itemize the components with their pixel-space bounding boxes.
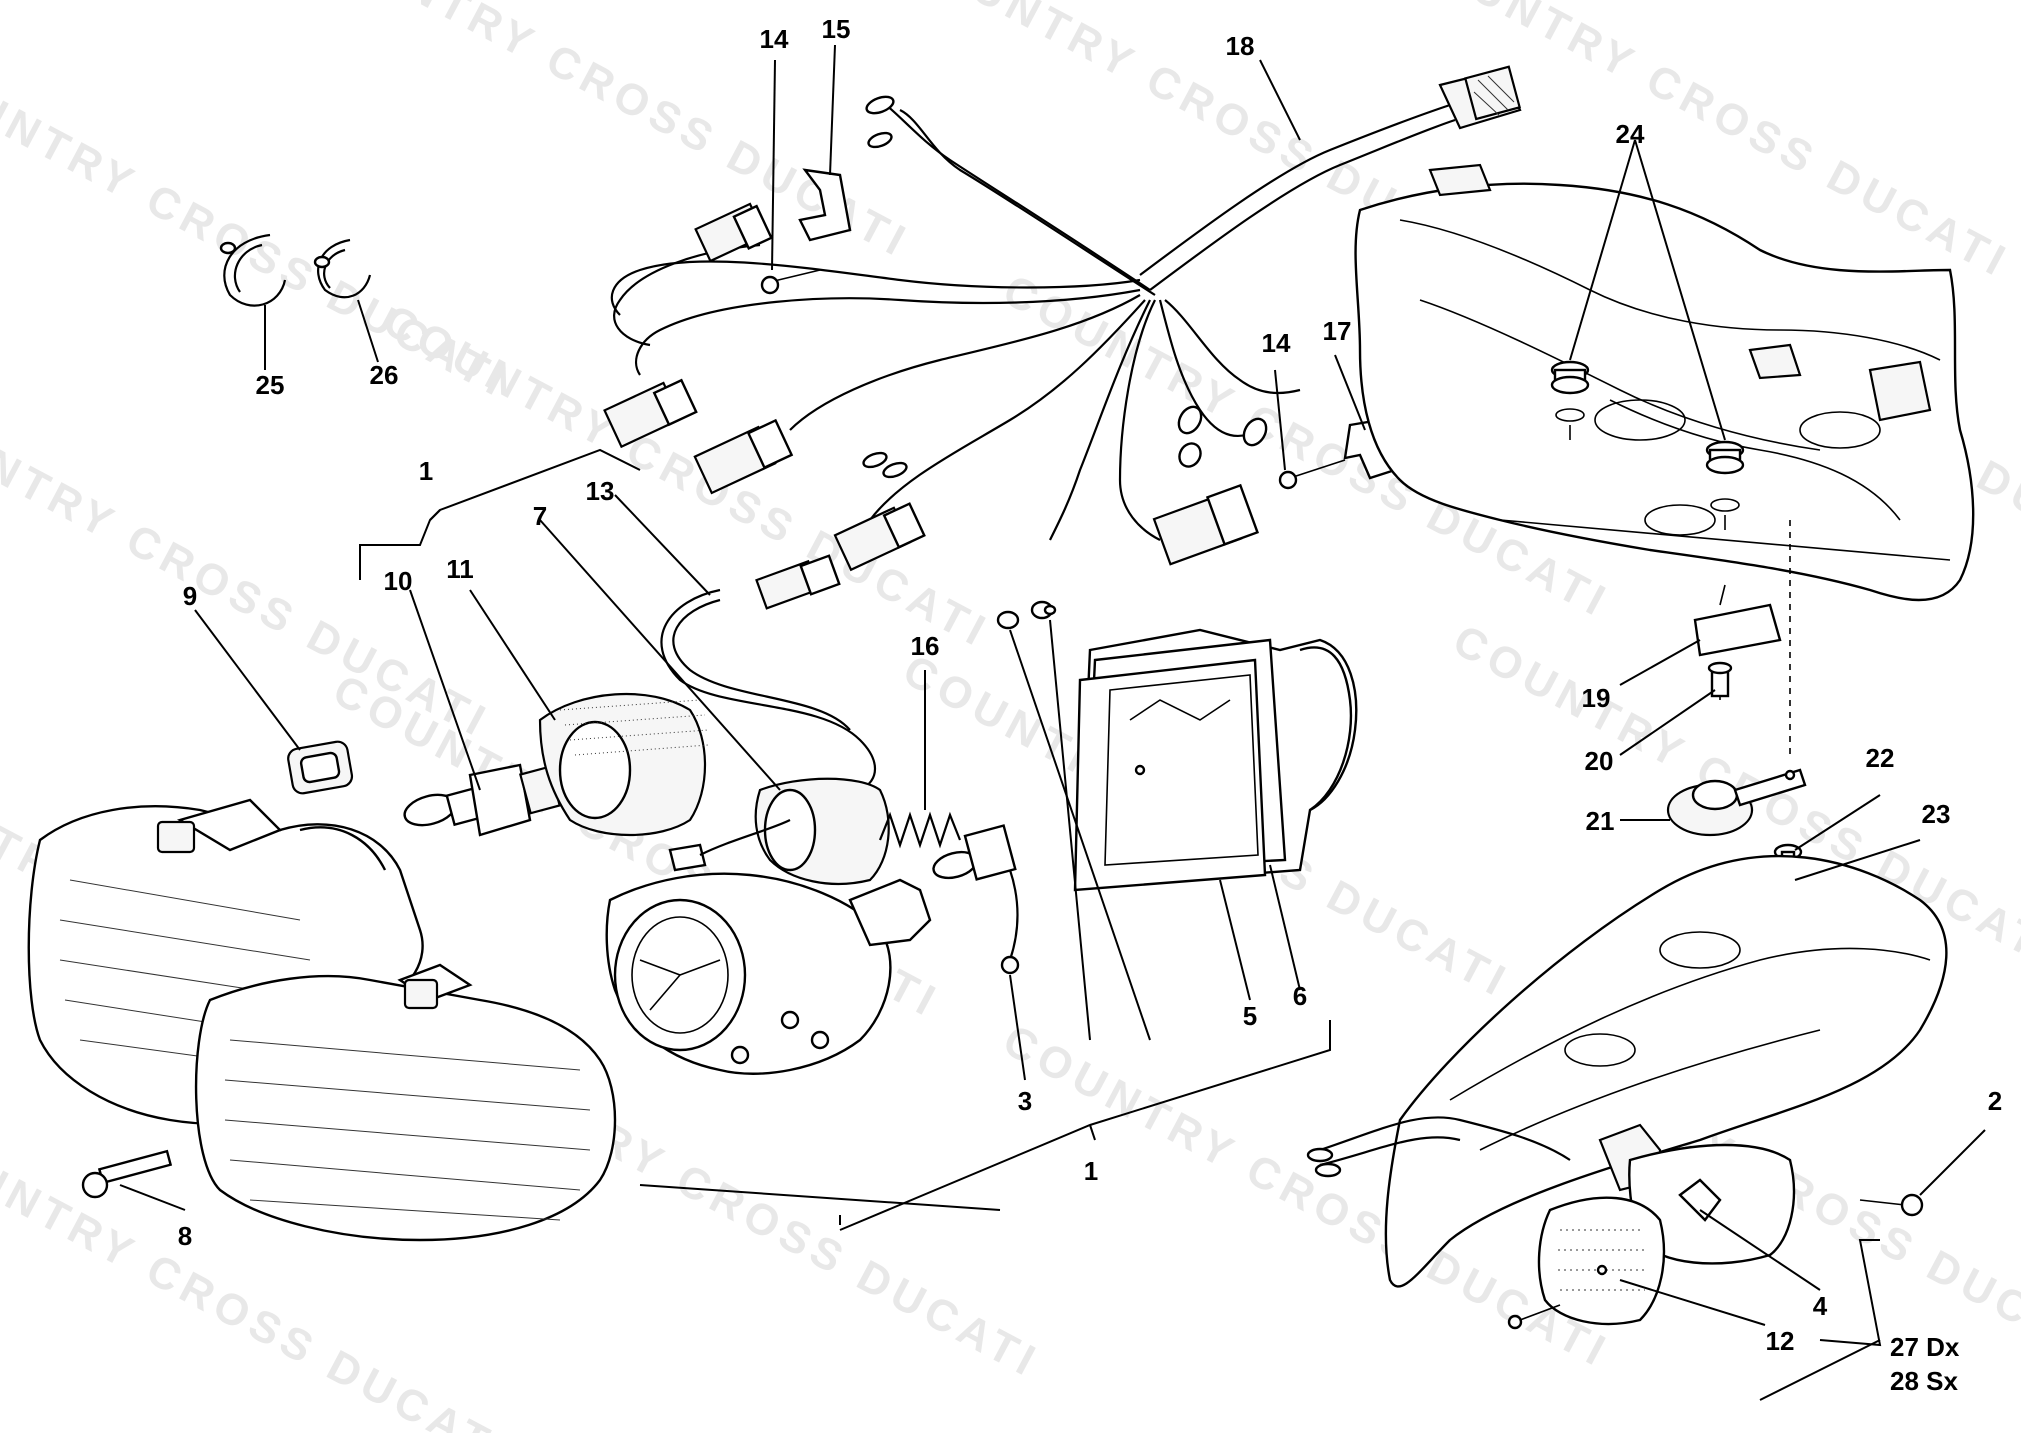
screw-8 [81, 1149, 173, 1199]
label-11: 11 [446, 554, 474, 584]
label-24: 24 [1616, 119, 1645, 149]
label-15: 15 [822, 14, 851, 44]
part-labels: 1 1 2 3 4 5 6 7 8 9 10 11 12 13 14 14 15… [178, 14, 2002, 1396]
label-9: 9 [183, 581, 197, 611]
turn-signal [1306, 1116, 1924, 1330]
watermark-text: COUNTRY CROSS DUCATI [0, 386, 498, 748]
screw-14-upper [760, 275, 780, 295]
label-28-sx: 28 Sx [1890, 1366, 1958, 1396]
bulb-10 [403, 763, 562, 837]
label-3: 3 [1018, 1086, 1032, 1116]
screw-2 [1900, 1193, 1924, 1217]
label-14-lower: 14 [1262, 328, 1291, 358]
spring-16 [878, 811, 962, 849]
label-1-upper: 1 [419, 456, 433, 486]
clip-26 [313, 238, 372, 299]
label-4: 4 [1813, 1291, 1828, 1321]
headlight-reflector [1073, 628, 1358, 892]
connector-b [603, 378, 698, 449]
leader-lines [119, 44, 1986, 1401]
wiring-harness [603, 65, 1522, 572]
label-1-lower: 1 [1084, 1156, 1098, 1186]
label-6: 6 [1293, 981, 1307, 1011]
label-23: 23 [1922, 799, 1951, 829]
twin-headlight-housing [27, 798, 617, 1242]
harness-clip-15 [798, 168, 852, 242]
label-8: 8 [178, 1221, 192, 1251]
label-13: 13 [586, 476, 615, 506]
label-10: 10 [384, 566, 413, 596]
turn-signal-bulb-4 [1678, 1178, 1722, 1222]
label-17: 17 [1323, 316, 1352, 346]
headlight-gasket-5 [1073, 658, 1267, 892]
label-16: 16 [911, 631, 940, 661]
harness-plug [1463, 65, 1521, 121]
label-12: 12 [1766, 1326, 1795, 1356]
label-18: 18 [1226, 31, 1255, 61]
label-19: 19 [1582, 683, 1611, 713]
label-2: 2 [1988, 1086, 2002, 1116]
label-21: 21 [1586, 806, 1615, 836]
label-20: 20 [1585, 746, 1614, 776]
washer-a [996, 610, 1020, 630]
bulb-socket-7 [668, 777, 890, 886]
screw-12 [1507, 1314, 1523, 1330]
connector-c [693, 418, 794, 495]
turn-signal-lens [1537, 1196, 1666, 1326]
label-25: 25 [256, 370, 285, 400]
headlight-support-bracket [1354, 163, 1975, 602]
horn-assembly [1666, 520, 1807, 908]
connector-a [694, 202, 773, 263]
clip-25 [219, 233, 287, 307]
connector-e [1152, 483, 1260, 566]
label-22: 22 [1866, 743, 1895, 773]
dust-cover-11 [538, 692, 709, 837]
projector-lamp [605, 872, 932, 1075]
label-14-upper: 14 [760, 24, 789, 54]
label-27-dx: 27 Dx [1890, 1332, 1960, 1362]
screw-14-lower [1278, 470, 1298, 490]
right-lens [194, 974, 617, 1242]
turn-signal-bracket [1384, 854, 1948, 1288]
grommet-24a [1550, 360, 1590, 422]
bracket-tab [1428, 163, 1492, 197]
connector-d [833, 502, 926, 572]
headlight-cable-13 [660, 554, 876, 791]
bulb-3 [932, 824, 1020, 975]
bracket-19 [1693, 603, 1782, 657]
horn-21 [1666, 768, 1807, 837]
grommet-24b [1705, 440, 1745, 512]
grommet-9 [287, 740, 354, 795]
bracket-body [1354, 182, 1975, 602]
label-5: 5 [1243, 1001, 1257, 1031]
label-7: 7 [533, 501, 547, 531]
label-26: 26 [370, 360, 399, 390]
